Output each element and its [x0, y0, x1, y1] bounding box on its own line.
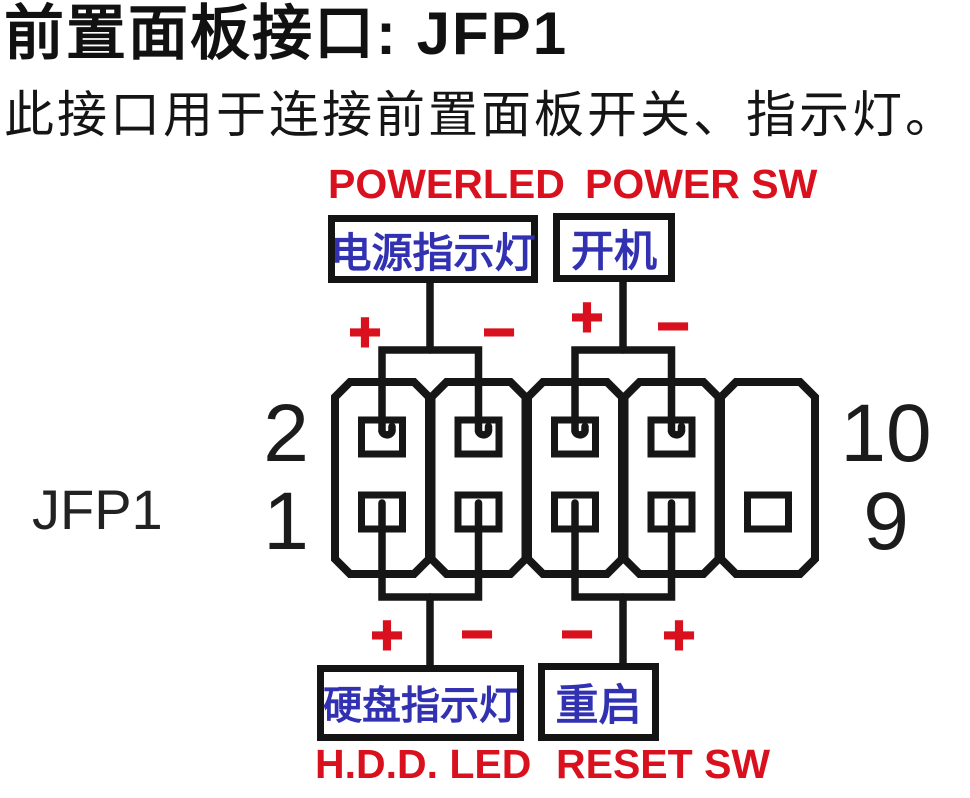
label-hdd-led: H.D.D. LED [315, 741, 532, 787]
label-reset-sw: RESET SW [556, 741, 771, 787]
pin-5-square [551, 491, 599, 533]
pin-6-square [551, 416, 599, 458]
reset-plus-marker: + [662, 603, 697, 666]
callout-power-sw: 开机 [553, 213, 675, 282]
callout-reset-sw-text: 重启 [555, 682, 642, 730]
pin-8-square [647, 416, 696, 458]
pin-squares [358, 416, 792, 533]
pin-number-1: 1 [263, 476, 309, 567]
pin-7-square [647, 491, 696, 533]
page-title: 前置面板接口: JFP1 [4, 0, 569, 67]
page-subtitle: 此接口用于连接前置面板开关、指示灯。 [4, 87, 958, 143]
pin-number-2: 2 [263, 388, 309, 479]
powerled-minus-marker: − [482, 300, 517, 363]
shell-column-4 [620, 378, 723, 578]
hddled-minus-marker: − [460, 602, 495, 665]
callout-hdd-led-text: 硬盘指示灯 [323, 685, 519, 728]
callout-reset-sw: 重启 [538, 663, 659, 741]
callout-power-led-text: 电源指示灯 [330, 230, 536, 276]
wire-powerled-hook-right [474, 422, 493, 439]
wire-powersw-fork [571, 346, 676, 435]
shell-column-5 [717, 378, 819, 578]
pin-number-10: 10 [840, 388, 932, 479]
shell-column-1 [331, 378, 433, 578]
wire-powersw-hook-left [571, 422, 589, 439]
wire-powerled-fork [378, 346, 483, 435]
callout-power-sw-text: 开机 [571, 227, 657, 276]
wire-powerled-hook-left [378, 422, 396, 439]
shell-column-3 [524, 378, 626, 578]
pin-number-9: 9 [863, 476, 909, 567]
pin-9-square [744, 491, 792, 533]
powerled-plus-marker: + [348, 300, 383, 363]
connector-name: JFP1 [32, 478, 163, 541]
pin-1-square [358, 491, 406, 533]
label-powerled: POWERLED [328, 161, 565, 207]
hddled-plus-marker: + [370, 603, 405, 666]
wire-powersw-hook-right [667, 422, 686, 439]
shell-column-2 [427, 378, 530, 578]
header-shell-columns [331, 378, 819, 578]
pin-2-square [358, 416, 406, 458]
label-power-sw: POWER SW [585, 161, 818, 207]
powersw-plus-marker: + [570, 285, 605, 348]
pin-3-square [454, 491, 503, 533]
callout-power-led: 电源指示灯 [328, 215, 538, 283]
pin-4-square [454, 416, 503, 458]
powersw-minus-marker: − [656, 294, 691, 357]
callout-hdd-led: 硬盘指示灯 [317, 665, 524, 741]
connection-wires [378, 276, 686, 669]
reset-minus-marker: − [560, 602, 595, 665]
